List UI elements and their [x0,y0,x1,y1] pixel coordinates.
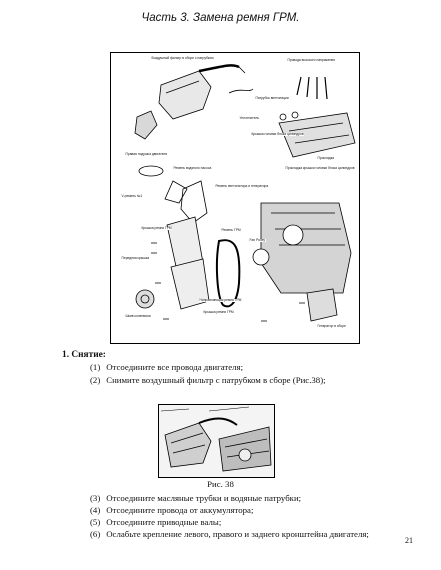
step-number: (1) [90,362,101,372]
step-text: Отсоедините все провода двигателя; [106,362,244,372]
engine-photo [159,405,274,477]
step-6: (6) Ослабьте крепление левого, правого и… [90,529,369,539]
label-seal: Уплотнитель [239,116,260,121]
step-4: (4) Отсоедините провода от аккумулятора; [90,505,253,515]
step-text: Снимите воздушный фильтр с патрубком в с… [106,375,326,385]
label-fan-pulley: Fan Pulley [249,238,266,243]
step-number: (6) [90,529,101,539]
figure-38-photo [158,404,275,478]
step-number: (3) [90,493,101,503]
label-air-filter: Воздушный фильтр в сборе с патрубком [151,56,214,61]
step-text: Отсоедините масляные трубки и водяные па… [106,493,302,503]
step-5: (5) Отсоедините приводные валы; [90,517,221,527]
step-number: (5) [90,517,101,527]
label-gasket: Прокладка [317,156,335,161]
step-text: Отсоедините приводные валы; [106,517,222,527]
label-generator: Генератор в сборе [317,324,347,329]
step-3: (3) Отсоедините масляные трубки и водяны… [90,493,301,503]
diagram-drawing [134,64,356,322]
step-2: (2) Снимите воздушный фильтр с патрубком… [90,375,326,385]
step-number: (4) [90,505,101,515]
label-vent-tube: Патрубок вентиляции [255,96,290,101]
label-v-belt: V-ремень №1 [121,194,143,199]
label-head-cover-gasket: Прокладка крышки головки блока цилиндров [285,166,356,171]
label-crank-pulley: Шкив коленвала [125,314,152,319]
page-number: 21 [405,536,413,545]
label-alt-belt: Ремень вентилятора и генератора [215,184,269,189]
label-right-mount: Правая подушка двигателя [125,152,168,157]
section-heading: 1. Снятие: [62,350,106,360]
page-title: Часть 3. Замена ремня ГРМ. [141,12,300,24]
label-water-pump-belt: Ремень водяного насоса [173,166,212,171]
engine-exploded-diagram: Воздушный фильтр в сборе с патрубком Про… [110,52,360,344]
label-timing-belt: Ремень ГРМ [221,228,242,233]
label-front-cover: Передняя крышка [121,256,150,261]
step-1: (1) Отсоедините все провода двигателя; [90,362,243,372]
label-hv-wires: Провода высокого напряжения [287,58,336,63]
step-number: (2) [90,375,101,385]
figure-caption: Рис. 38 [207,479,234,489]
step-text: Отсоедините провода от аккумулятора; [106,505,254,515]
label-belt-guide: Направляющая ремня ГРМ [199,298,242,303]
label-belt-cover: Крышка ремня ГРМ [141,226,173,231]
label-head-cover: Крышка головки блока цилиндров [251,132,305,137]
step-text: Ослабьте крепление левого, правого и зад… [106,529,369,539]
label-belt-cover-2: Крышка ремня ГРМ [203,310,235,315]
